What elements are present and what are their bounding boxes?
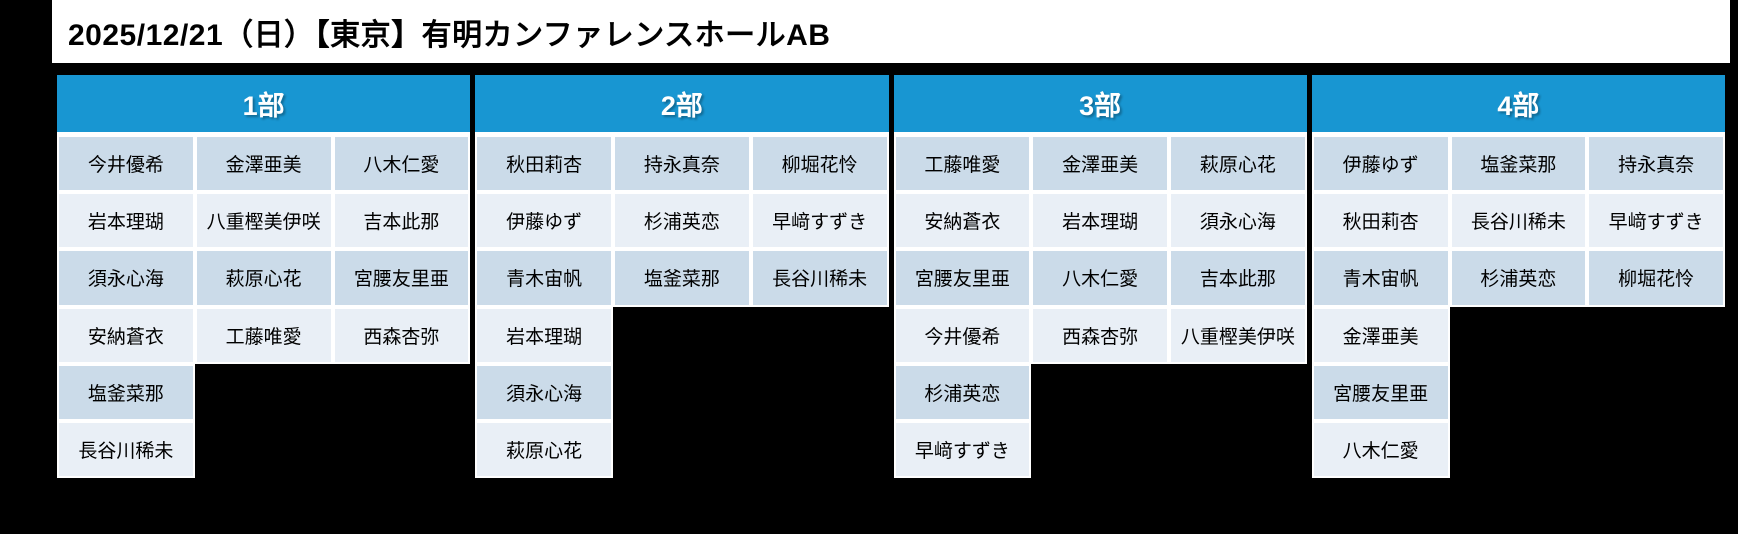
event-title: 2025/12/21（日）【東京】有明カンファレンスホールAB xyxy=(68,18,831,52)
member-cell: 宮腰友里亜 xyxy=(1311,363,1450,421)
member-cell: 安納蒼衣 xyxy=(893,192,1032,250)
member-cell: 杉浦英恋 xyxy=(613,192,751,250)
member-cell: 今井優希 xyxy=(57,135,195,193)
member-cell: 金澤亜美 xyxy=(194,135,333,193)
member-cell: 秋田莉杏 xyxy=(1311,192,1450,250)
member-cell: 伊藤ゆず xyxy=(1311,135,1450,193)
section-header: 1部 xyxy=(57,75,471,135)
member-cell: 須永心海 xyxy=(1169,192,1307,250)
empty-cell xyxy=(333,364,471,421)
section-part-2: 2部秋田莉杏持永真奈柳堀花怜伊藤ゆず杉浦英恋早﨑すずき青木宙帆塩釜菜那長谷川稀未… xyxy=(475,75,889,478)
member-cell: 八木仁愛 xyxy=(1031,249,1169,307)
section-part-3: 3部工藤唯愛金澤亜美萩原心花安納蒼衣岩本理瑚須永心海宮腰友里亜八木仁愛吉本此那今… xyxy=(893,75,1307,478)
member-cell: 工藤唯愛 xyxy=(194,306,333,364)
member-cell: 吉本此那 xyxy=(1169,249,1307,307)
member-cell: 杉浦英恋 xyxy=(893,363,1032,421)
section-header: 4部 xyxy=(1311,75,1725,135)
empty-cell xyxy=(1031,421,1169,478)
member-cell: 吉本此那 xyxy=(332,192,471,250)
section-header: 2部 xyxy=(475,75,889,135)
member-cell: 萩原心花 xyxy=(194,249,333,307)
member-cell: 西森杏弥 xyxy=(332,306,471,364)
member-cell: 早﨑すずき xyxy=(893,420,1032,478)
member-cell: 須永心海 xyxy=(57,249,195,307)
section-grid: 工藤唯愛金澤亜美萩原心花安納蒼衣岩本理瑚須永心海宮腰友里亜八木仁愛吉本此那今井優… xyxy=(893,135,1307,478)
member-cell: 青木宙帆 xyxy=(475,249,613,307)
member-cell: 持永真奈 xyxy=(1587,135,1725,193)
member-cell: 早﨑すずき xyxy=(1587,192,1725,250)
empty-cell xyxy=(1587,364,1725,421)
member-cell: 伊藤ゆず xyxy=(475,192,613,250)
member-cell: 長谷川稀未 xyxy=(57,420,195,478)
member-cell: 岩本理瑚 xyxy=(1031,192,1169,250)
member-cell: 八重樫美伊咲 xyxy=(1169,306,1307,364)
empty-cell xyxy=(613,307,751,364)
member-cell: 岩本理瑚 xyxy=(475,306,613,364)
empty-cell xyxy=(751,421,889,478)
empty-cell xyxy=(195,421,333,478)
empty-cell xyxy=(333,421,471,478)
empty-cell xyxy=(1450,307,1588,364)
section-part-4: 4部伊藤ゆず塩釜菜那持永真奈秋田莉杏長谷川稀未早﨑すずき青木宙帆杉浦英恋柳堀花怜… xyxy=(1311,75,1725,478)
member-cell: 宮腰友里亜 xyxy=(893,249,1032,307)
member-cell: 柳堀花怜 xyxy=(1587,249,1725,307)
section-grid: 伊藤ゆず塩釜菜那持永真奈秋田莉杏長谷川稀未早﨑すずき青木宙帆杉浦英恋柳堀花怜金澤… xyxy=(1311,135,1725,478)
empty-cell xyxy=(1031,364,1169,421)
section-header: 3部 xyxy=(893,75,1307,135)
empty-cell xyxy=(613,364,751,421)
member-cell: 秋田莉杏 xyxy=(475,135,613,193)
member-cell: 塩釜菜那 xyxy=(613,249,751,307)
member-cell: 西森杏弥 xyxy=(1031,306,1169,364)
member-cell: 八木仁愛 xyxy=(1311,420,1450,478)
member-cell: 青木宙帆 xyxy=(1311,249,1450,307)
section-grid: 秋田莉杏持永真奈柳堀花怜伊藤ゆず杉浦英恋早﨑すずき青木宙帆塩釜菜那長谷川稀未岩本… xyxy=(475,135,889,478)
schedule-table: 1部今井優希金澤亜美八木仁愛岩本理瑚八重樫美伊咲吉本此那須永心海萩原心花宮腰友里… xyxy=(52,75,1730,478)
empty-cell xyxy=(751,307,889,364)
member-cell: 八木仁愛 xyxy=(332,135,471,193)
title-bar: 2025/12/21（日）【東京】有明カンファレンスホールAB xyxy=(52,0,1730,69)
empty-cell xyxy=(751,364,889,421)
empty-cell xyxy=(1587,307,1725,364)
member-cell: 塩釜菜那 xyxy=(57,363,195,421)
empty-cell xyxy=(195,364,333,421)
member-cell: 工藤唯愛 xyxy=(893,135,1032,193)
member-cell: 今井優希 xyxy=(893,306,1032,364)
member-cell: 塩釜菜那 xyxy=(1449,135,1588,193)
empty-cell xyxy=(1587,421,1725,478)
member-cell: 長谷川稀未 xyxy=(750,249,889,307)
empty-cell xyxy=(1450,364,1588,421)
member-cell: 岩本理瑚 xyxy=(57,192,195,250)
member-cell: 金澤亜美 xyxy=(1311,306,1450,364)
section-part-1: 1部今井優希金澤亜美八木仁愛岩本理瑚八重樫美伊咲吉本此那須永心海萩原心花宮腰友里… xyxy=(57,75,471,478)
member-cell: 宮腰友里亜 xyxy=(332,249,471,307)
member-cell: 柳堀花怜 xyxy=(750,135,889,193)
section-grid: 今井優希金澤亜美八木仁愛岩本理瑚八重樫美伊咲吉本此那須永心海萩原心花宮腰友里亜安… xyxy=(57,135,471,478)
member-cell: 八重樫美伊咲 xyxy=(194,192,333,250)
empty-cell xyxy=(1169,364,1307,421)
empty-cell xyxy=(613,421,751,478)
member-cell: 安納蒼衣 xyxy=(57,306,195,364)
member-cell: 萩原心花 xyxy=(1169,135,1307,193)
member-cell: 早﨑すずき xyxy=(750,192,889,250)
member-cell: 金澤亜美 xyxy=(1031,135,1169,193)
member-cell: 持永真奈 xyxy=(613,135,751,193)
member-cell: 長谷川稀未 xyxy=(1449,192,1588,250)
empty-cell xyxy=(1450,421,1588,478)
empty-cell xyxy=(1169,421,1307,478)
member-cell: 萩原心花 xyxy=(475,420,613,478)
member-cell: 須永心海 xyxy=(475,363,613,421)
member-cell: 杉浦英恋 xyxy=(1449,249,1588,307)
